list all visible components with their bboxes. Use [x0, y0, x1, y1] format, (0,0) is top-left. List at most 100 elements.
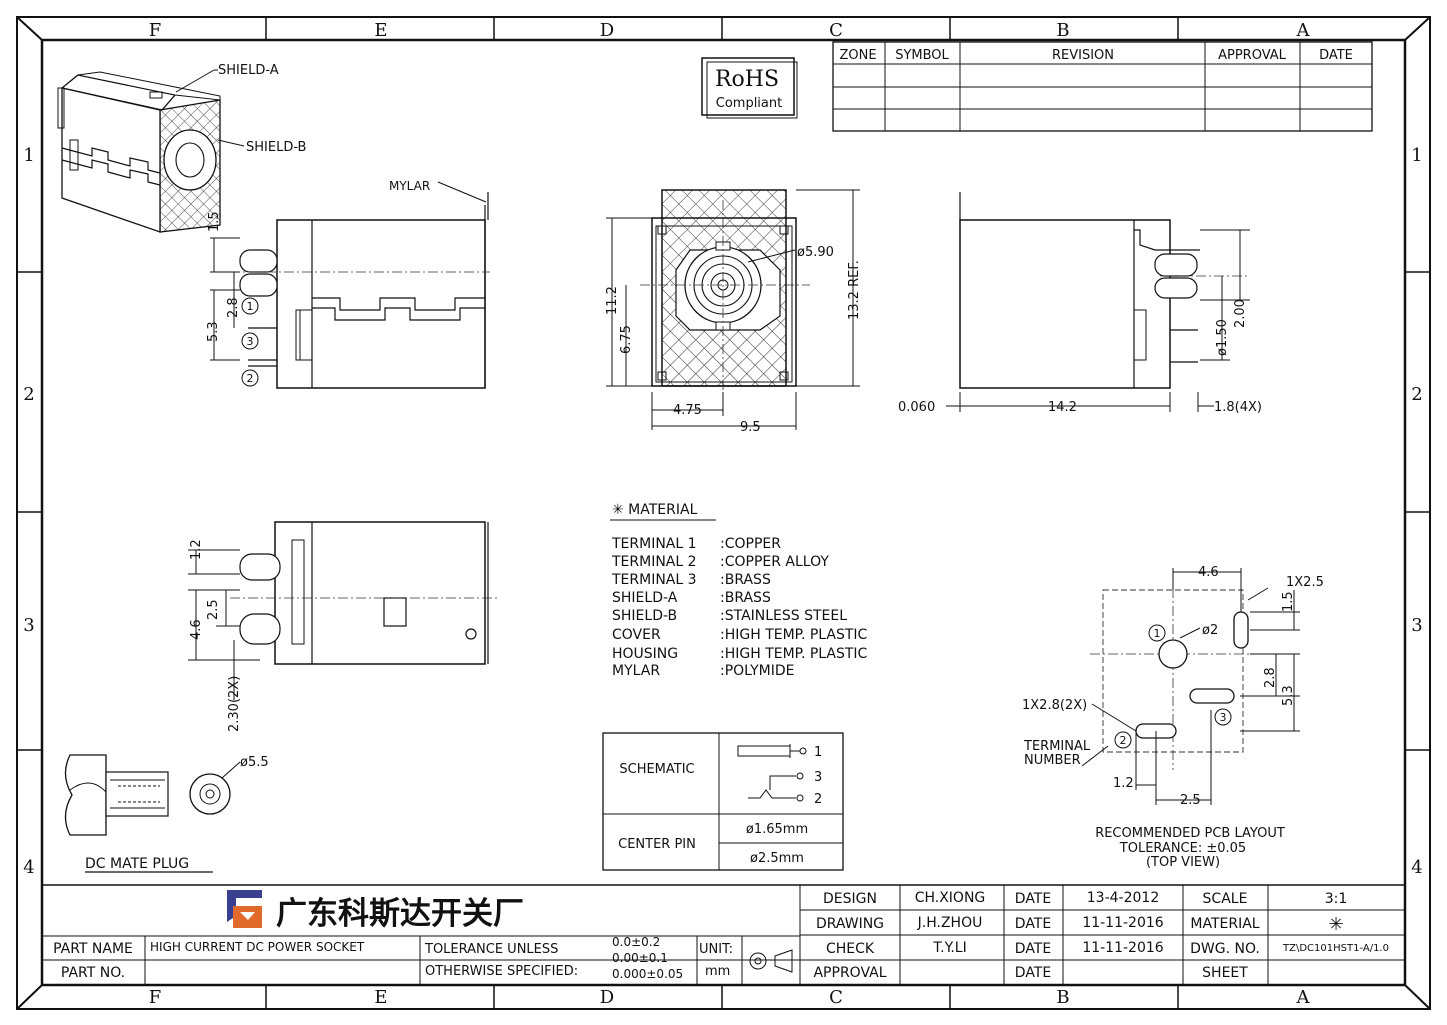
design-date: 13-4-2012	[1087, 890, 1159, 906]
col-label: D	[600, 20, 614, 41]
dim-6-75: 6.75	[619, 325, 634, 354]
side-view-right: 2.00 ø1.50 0.060 14.2 1.8(4X)	[898, 192, 1262, 415]
pcb-terminal-number: 3	[1220, 711, 1227, 724]
material-part: TERMINAL 1	[611, 536, 697, 552]
row-label: 2	[23, 384, 34, 405]
rohs-title: RoHS	[715, 67, 779, 92]
material-spec: :HIGH TEMP. PLASTIC	[720, 646, 868, 662]
company-name: 广东科斯达开关厂	[276, 896, 524, 932]
pcb-number-label: NUMBER	[1024, 753, 1081, 768]
callout-shield-b: SHIELD-B	[246, 140, 306, 155]
material-spec: :COPPER ALLOY	[720, 554, 829, 570]
material-part: TERMINAL 2	[611, 554, 697, 570]
pcb-slot-1x2-5: 1X2.5	[1286, 575, 1324, 590]
rev-header-approval: APPROVAL	[1218, 48, 1287, 63]
material-spec: :POLYMIDE	[720, 663, 795, 679]
col-label: D	[600, 987, 614, 1008]
pcb-layout: 4.6 1X2.5 1.5 ø2 2.8 5.3 1X2.8(2X) TERMI…	[1022, 565, 1324, 870]
dim-1-8-4x: 1.8(4X)	[1214, 400, 1262, 415]
design-name: CH.XIONG	[915, 890, 986, 906]
front-view: 11.2 6.75 4.75 9.5 ø5.90 13.2 REF.	[605, 189, 862, 435]
projection-symbol	[749, 949, 793, 973]
part-no-label: PART NO.	[61, 965, 125, 981]
col-label: A	[1296, 20, 1311, 41]
dim-2-00: 2.00	[1233, 299, 1248, 328]
part-name-label: PART NAME	[53, 941, 133, 957]
rev-header-date: DATE	[1319, 48, 1353, 63]
col-label: F	[149, 987, 162, 1008]
plug-diameter: ø5.5	[240, 755, 269, 770]
pcb-dim-2-8: 2.8	[1263, 667, 1278, 688]
material-label: MATERIAL	[1190, 916, 1259, 932]
material-spec: :BRASS	[720, 590, 771, 606]
side-view-left: MYLAR 1.5 2.8 5.3 1 3 2	[206, 179, 490, 389]
schematic-pin: 2	[814, 792, 822, 807]
unit-label: UNIT:	[699, 942, 733, 957]
material-spec: :HIGH TEMP. PLASTIC	[720, 627, 868, 643]
dim-5-90: ø5.90	[797, 245, 834, 260]
material-spec: :COPPER	[720, 536, 781, 552]
dim-13-2-ref: 13.2 REF.	[847, 260, 862, 320]
tolerance-0-00: 0.00±0.1	[612, 951, 668, 965]
schematic-table: SCHEMATIC CENTER PIN ø1.65mm ø2.5mm 1 3 …	[602, 732, 844, 871]
plug-label: DC MATE PLUG	[85, 856, 189, 872]
rohs-badge: RoHS Compliant	[701, 57, 798, 119]
design-date-label: DATE	[1015, 891, 1051, 907]
dim-14-2: 14.2	[1048, 400, 1077, 415]
row-label: 1	[23, 145, 34, 166]
pcb-hole-dia: ø2	[1202, 623, 1218, 638]
check-date-label: DATE	[1015, 941, 1051, 957]
drawing-label: DRAWING	[816, 916, 884, 932]
pcb-dim-1-5: 1.5	[1281, 591, 1296, 612]
dim-1-50: ø1.50	[1215, 319, 1230, 356]
material-part: SHIELD-B	[612, 608, 677, 624]
row-label: 3	[23, 615, 34, 636]
tolerance-line-1: TOLERANCE UNLESS	[424, 942, 558, 957]
terminal-number: 1	[247, 300, 254, 313]
pcb-top-view: (TOP VIEW)	[1146, 855, 1220, 870]
revision-table: ZONE SYMBOL REVISION APPROVAL DATE	[832, 41, 1373, 132]
drawing-date-label: DATE	[1015, 916, 1051, 932]
tolerance-line-2: OTHERWISE SPECIFIED:	[425, 964, 578, 979]
material-value: ✳	[1328, 914, 1343, 935]
col-label: B	[1056, 987, 1069, 1008]
tolerance-0-000: 0.000±0.05	[612, 967, 683, 981]
row-label: 2	[1411, 384, 1422, 405]
col-label: B	[1056, 20, 1069, 41]
title-block: 广东科斯达开关厂 DESIGN CH.XIONG DATE 13-4-2012 …	[41, 884, 1406, 986]
dim-4-6: 4.6	[189, 619, 204, 640]
col-label: C	[829, 20, 843, 41]
dim-2-8: 2.8	[226, 297, 241, 318]
material-spec: :BRASS	[720, 572, 771, 588]
design-label: DESIGN	[823, 891, 877, 907]
col-label: C	[829, 987, 843, 1008]
pcb-dim-4-6: 4.6	[1198, 565, 1219, 580]
material-part: COVER	[612, 627, 661, 643]
schematic-label: SCHEMATIC	[619, 762, 694, 777]
row-label: 4	[1411, 857, 1422, 878]
row-label: 1	[1411, 145, 1422, 166]
dim-9-5: 9.5	[740, 420, 761, 435]
part-name-value: HIGH CURRENT DC POWER SOCKET	[150, 940, 365, 954]
scale-value: 3:1	[1325, 891, 1348, 907]
col-label: E	[374, 20, 387, 41]
pcb-dim-2-5: 2.5	[1180, 793, 1201, 808]
material-part: MYLAR	[612, 663, 660, 679]
company-logo	[227, 890, 262, 928]
material-part: TERMINAL 3	[611, 572, 697, 588]
rev-header-zone: ZONE	[839, 48, 876, 63]
pcb-terminal-label: TERMINAL	[1023, 739, 1091, 754]
schematic-pin: 1	[814, 745, 822, 760]
dim-1-2: 1.2	[189, 539, 204, 560]
scale-label: SCALE	[1203, 891, 1248, 907]
pcb-terminal-number: 2	[1120, 734, 1127, 747]
sheet-label: SHEET	[1202, 965, 1248, 981]
dim-11-2: 11.2	[605, 286, 620, 315]
col-label: E	[374, 987, 387, 1008]
callout-mylar: MYLAR	[389, 179, 430, 193]
material-spec: :STAINLESS STEEL	[720, 608, 847, 624]
pcb-dim-1-2: 1.2	[1113, 776, 1134, 791]
center-pin-label: CENTER PIN	[618, 837, 696, 852]
